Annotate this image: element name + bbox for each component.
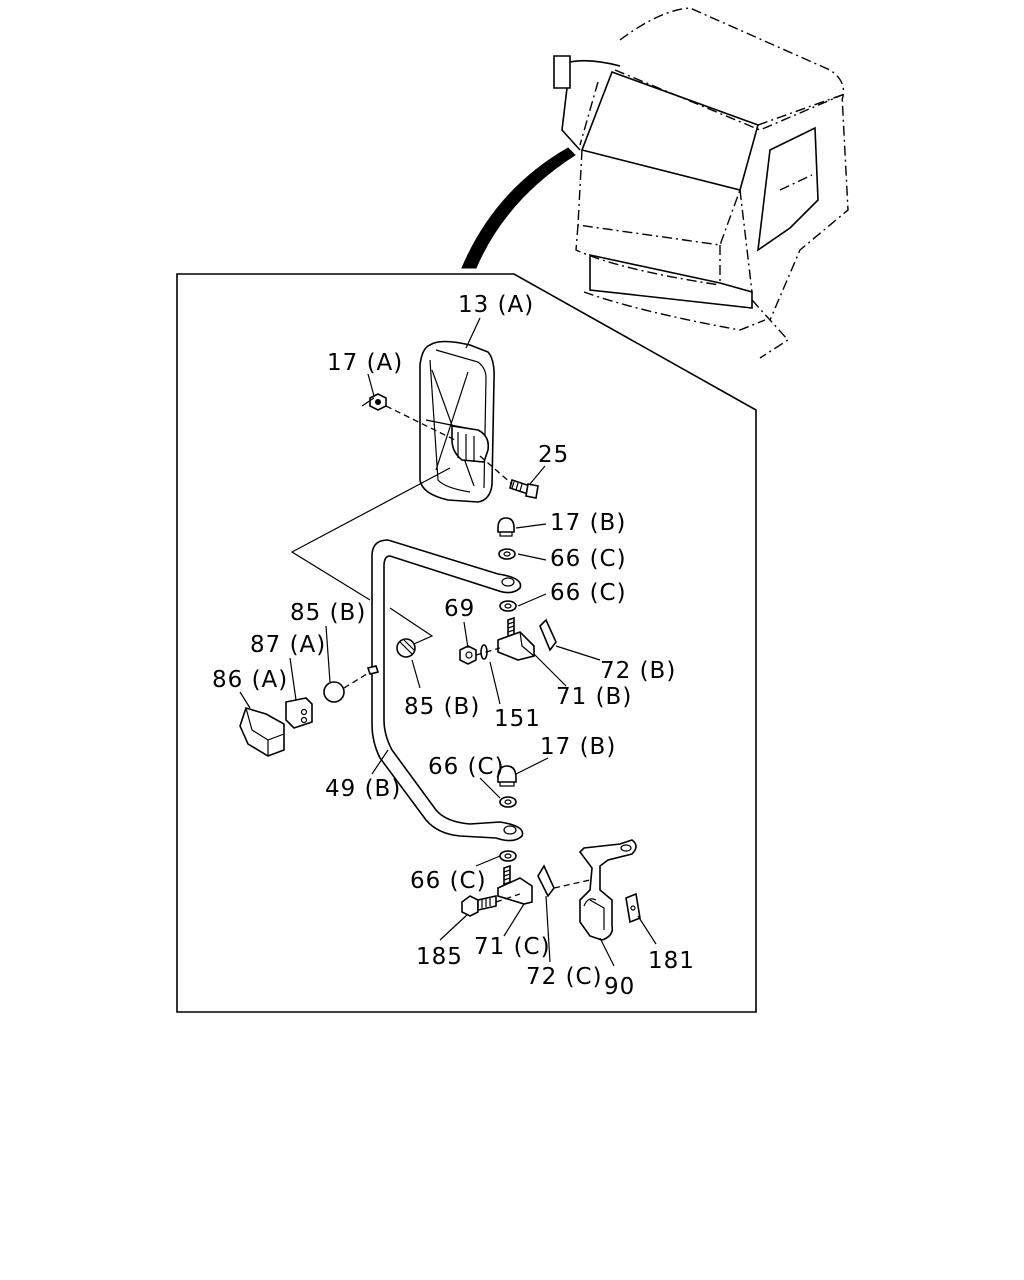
cap-nut-17b-top-icon [497,517,515,537]
callout-17a: 17 (A) [327,350,403,376]
washer-66c-3-icon [499,796,517,808]
callout-85b-right: 85 (B) [404,694,480,720]
callout-25: 25 [538,442,569,468]
leader-lines [239,317,657,967]
plate-181-icon [625,892,641,924]
callout-185: 185 [416,944,463,970]
callout-72b: 72 (B) [600,658,676,684]
cap-nut-17b-bottom-icon [497,765,517,787]
callout-86a: 86 (A) [212,667,288,693]
bolt-25-icon [509,478,539,499]
bracket-87a-icon [285,697,313,729]
bracket-90-icon [578,839,637,941]
callout-49b: 49 (B) [325,776,401,802]
callout-87a: 87 (A) [250,632,326,658]
detail-arrow [461,147,576,269]
callout-17b-bottom: 17 (B) [540,734,616,760]
callout-66c-2: 66 (C) [550,580,627,606]
callout-66c-1: 66 (C) [550,546,627,572]
callout-69: 69 [444,596,475,622]
nut-69-icon [459,645,477,665]
mirror-stay-icon [371,539,524,842]
cap-85b-right-icon [396,638,416,658]
bracket-71c-icon [497,864,533,905]
callout-181: 181 [648,948,695,974]
nut-17a-icon [369,393,387,411]
bolt-185-icon [461,895,497,917]
washer-66c-4-icon [499,850,517,862]
detail-frame [176,273,757,1013]
callout-71c: 71 (C) [474,934,551,960]
callout-151: 151 [494,706,541,732]
cap-85b-left-icon [323,681,345,703]
callout-85b-left: 85 (B) [290,600,366,626]
gasket-72c-icon [537,864,555,898]
bracket-71b-icon [497,616,535,661]
callout-66c-3: 66 (C) [428,754,505,780]
callout-72c: 72 (C) [526,964,603,990]
mirror-icon [419,340,495,503]
callout-13a: 13 (A) [458,292,534,318]
gasket-72b-icon [539,618,557,652]
washer-66c-2-icon [499,600,517,612]
callout-17b-top: 17 (B) [550,510,626,536]
washer-66c-1-icon [498,548,516,560]
callout-90: 90 [604,974,635,1000]
callout-71b: 71 (B) [556,684,632,710]
lamp-86a-icon [239,707,285,757]
callout-66c-4: 66 (C) [410,868,487,894]
truck-cab-icon [553,7,849,359]
